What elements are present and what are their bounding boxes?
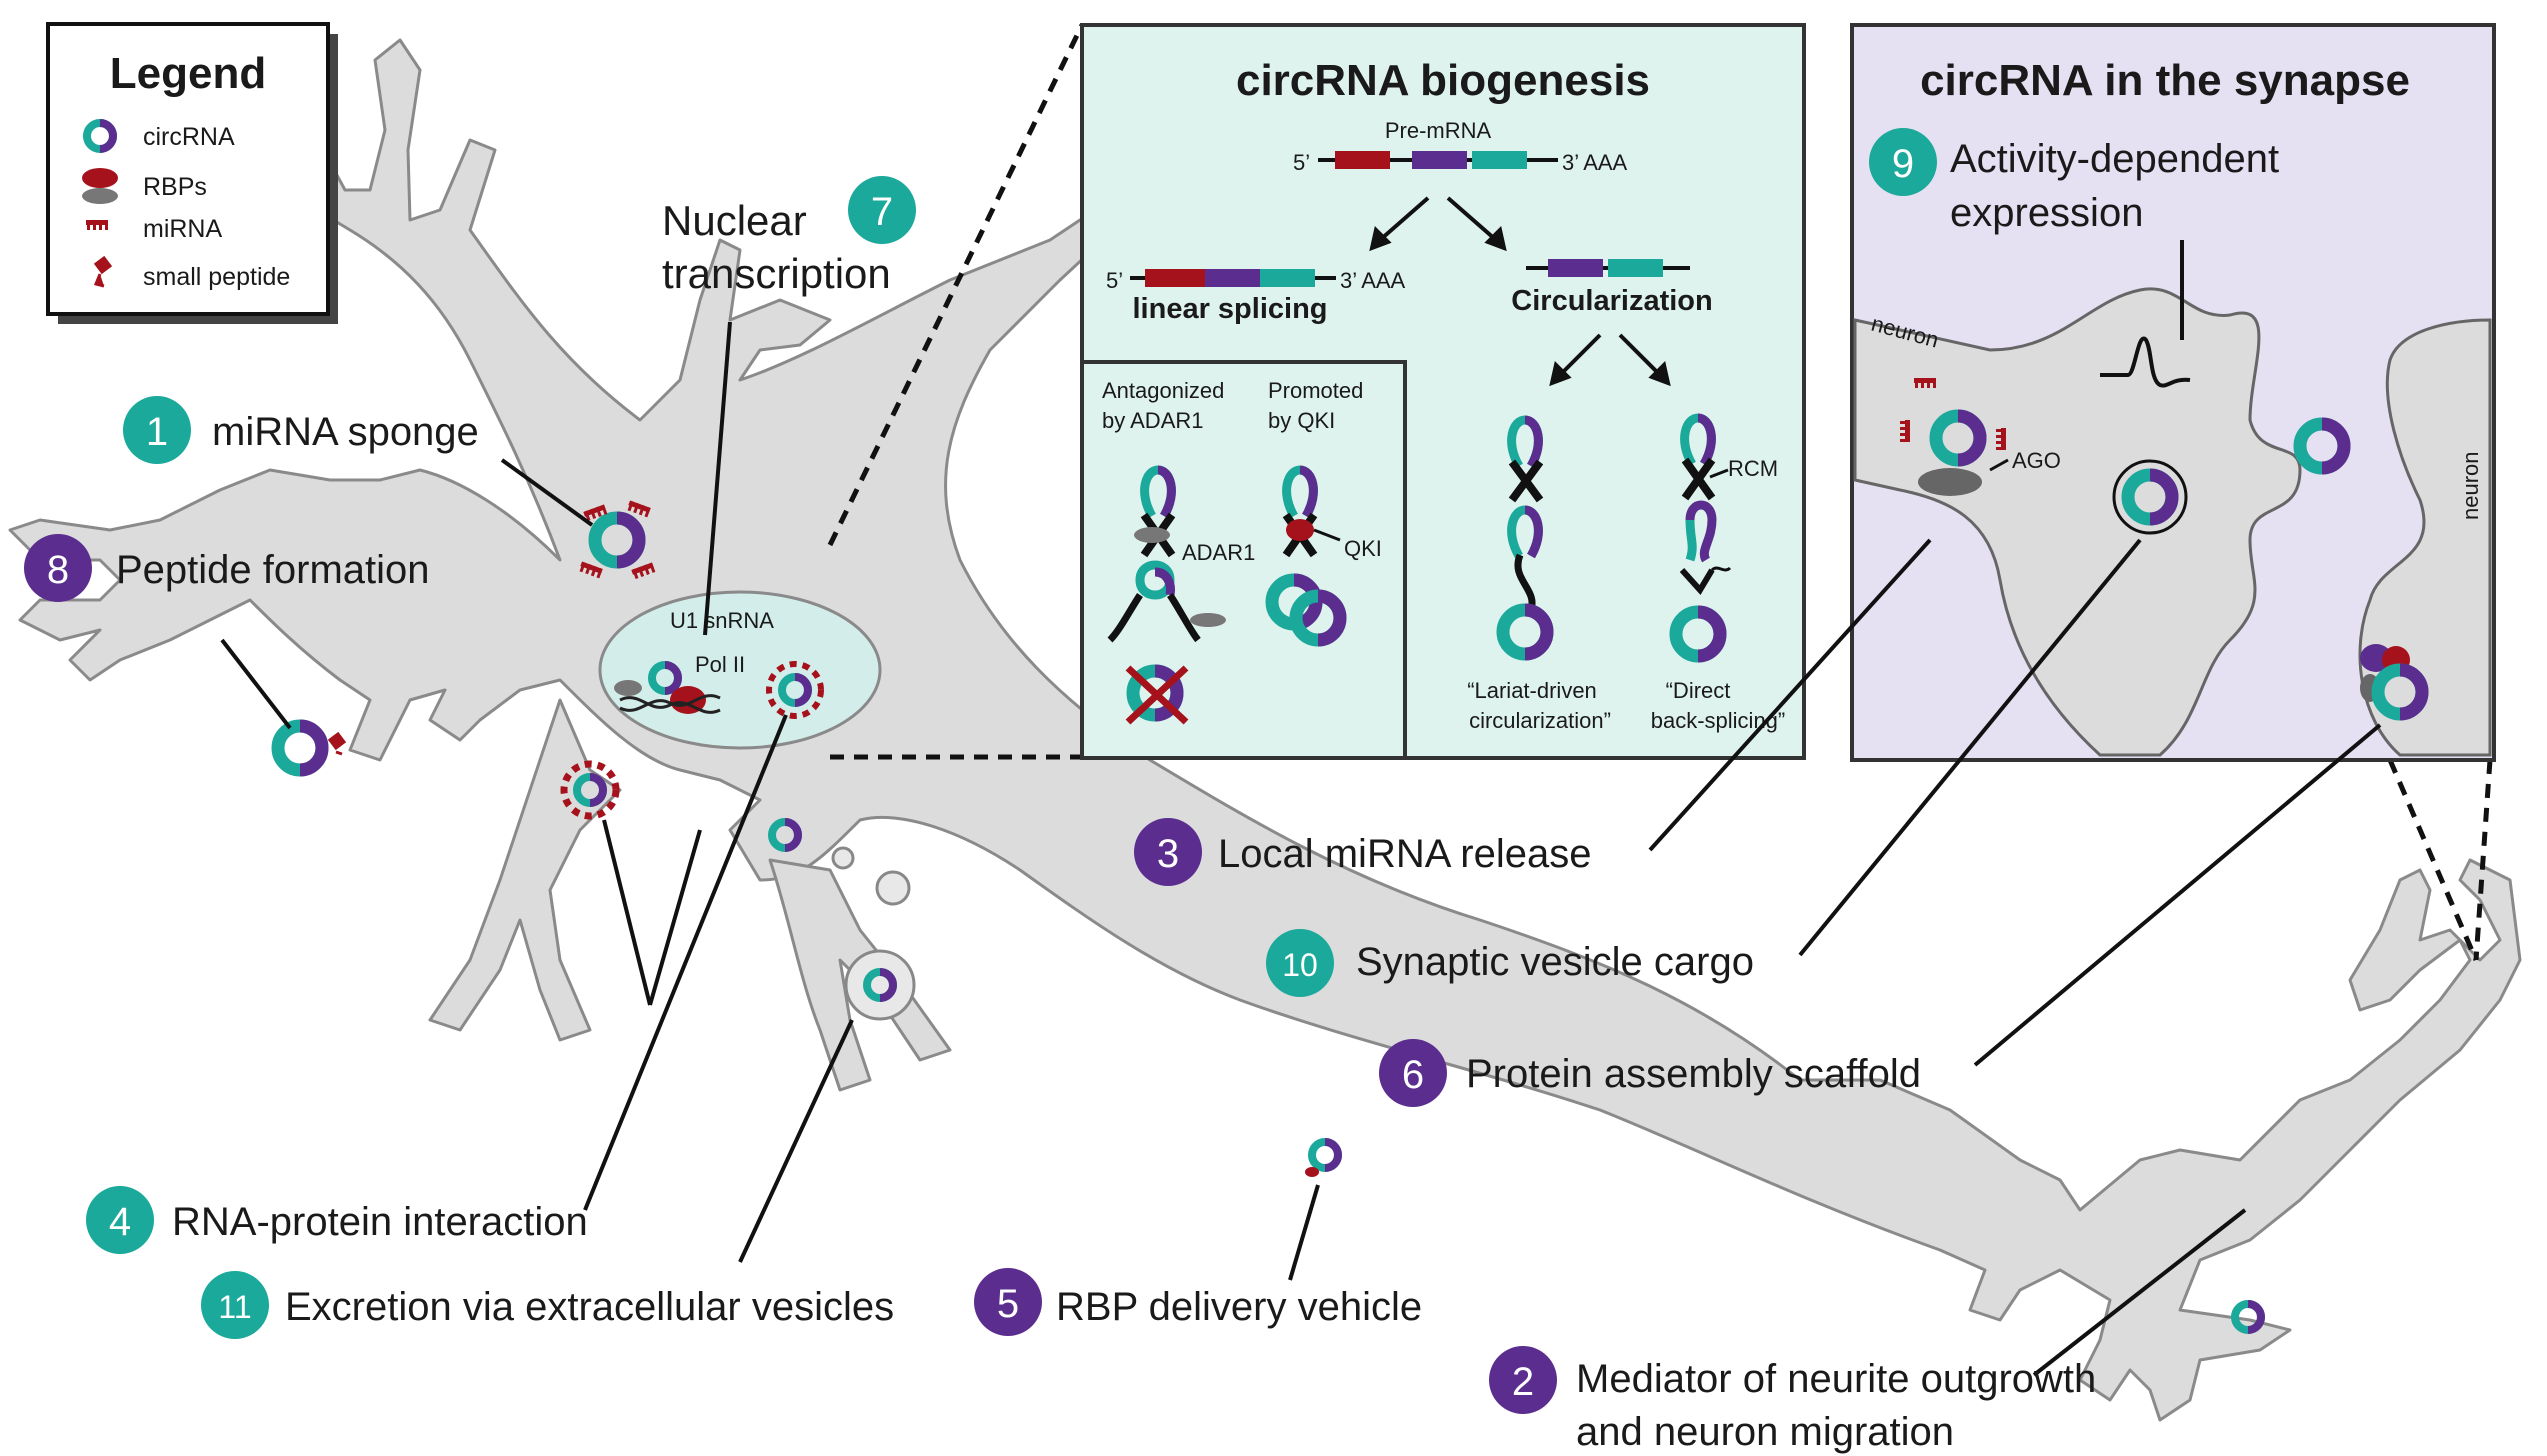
action-potential-icon xyxy=(2100,240,2191,388)
peptide-translation-icon xyxy=(278,726,347,770)
qki-icon xyxy=(1286,519,1314,541)
small-vesicle xyxy=(875,870,911,906)
blocked-x-icon xyxy=(1125,665,1189,725)
nucleus: U1 snRNA Pol II xyxy=(598,590,882,750)
svg-text:10: 10 xyxy=(1282,947,1318,983)
svg-text:ADAR1: ADAR1 xyxy=(1182,540,1255,565)
callout-3: 3 Local miRNA release xyxy=(1134,818,1592,886)
svg-text:by QKI: by QKI xyxy=(1268,408,1335,433)
extracellular-vesicle xyxy=(844,949,916,1021)
direct-label-1: “Direct xyxy=(1666,678,1731,703)
svg-text:5’: 5’ xyxy=(1293,150,1310,175)
legend-label-rbps: RBPs xyxy=(143,173,207,201)
svg-text:5’: 5’ xyxy=(1106,268,1123,293)
svg-text:4: 4 xyxy=(109,1200,131,1244)
callout-7: Nuclear transcription 7 xyxy=(662,176,916,297)
rcm-label: RCM xyxy=(1728,456,1778,481)
legend: Legend circRNA RBPs miRNA small peptide xyxy=(46,22,338,324)
callout-2: 2 Mediator of neurite outgrowth and neur… xyxy=(1489,1346,2096,1454)
svg-text:expression: expression xyxy=(1950,191,2143,235)
callout-1: 1 miRNA sponge xyxy=(123,396,479,464)
svg-text:RBP delivery vehicle: RBP delivery vehicle xyxy=(1056,1285,1422,1329)
pol-ii-label: Pol II xyxy=(695,652,745,677)
circularization-strand xyxy=(1526,259,1690,277)
u1-snrna-label: U1 snRNA xyxy=(670,608,774,633)
svg-text:Antagonized: Antagonized xyxy=(1102,378,1224,403)
svg-text:3: 3 xyxy=(1157,832,1179,876)
callout-5: 5 RBP delivery vehicle xyxy=(974,1268,1422,1336)
linear-splicing-label: linear splicing xyxy=(1133,293,1328,325)
synapse-panel: circRNA in the synapse neuron neuron AGO xyxy=(1850,23,2496,762)
svg-text:5: 5 xyxy=(997,1282,1019,1326)
leader-lines xyxy=(220,321,2382,1377)
protein-scaffold-complex xyxy=(2360,644,2422,714)
synaptic-vesicle xyxy=(2112,459,2188,535)
svg-text:transcription: transcription xyxy=(662,250,891,297)
zoom-guides xyxy=(827,23,2493,961)
neuron-outline xyxy=(8,38,2522,1422)
legend-title: Legend xyxy=(110,49,266,98)
legend-label-circrna: circRNA xyxy=(143,123,235,151)
adar1-icon xyxy=(1134,527,1170,543)
svg-text:11: 11 xyxy=(218,1289,251,1325)
ago-label: AGO xyxy=(2012,448,2061,473)
svg-text:9: 9 xyxy=(1892,142,1914,186)
svg-text:Excretion via extracellular ve: Excretion via extracellular vesicles xyxy=(285,1285,894,1329)
biogenesis-regulation-inset: Antagonized by ADAR1 Promoted by QKI ADA… xyxy=(1080,360,1407,760)
synapse-title: circRNA in the synapse xyxy=(1920,56,2410,105)
svg-text:Mediator of neurite outgrowth: Mediator of neurite outgrowth xyxy=(1576,1357,2096,1401)
circularization-label: Circularization xyxy=(1511,285,1712,317)
svg-text:Nuclear: Nuclear xyxy=(662,197,807,244)
callout-4: 4 RNA-protein interaction xyxy=(86,1186,588,1254)
premrna-strand: 5’ 3’ AAA xyxy=(1293,150,1628,175)
svg-text:QKI: QKI xyxy=(1344,536,1382,561)
linear-mrna: 5’ 3’ AAA xyxy=(1106,268,1406,293)
svg-text:and neuron migration: and neuron migration xyxy=(1576,1410,1954,1454)
callout-9: 9 Activity-dependent expression xyxy=(1869,128,2279,235)
svg-text:Activity-dependent: Activity-dependent xyxy=(1950,137,2279,181)
axon-circrna-rbp-icon xyxy=(1305,1142,1338,1177)
svg-text:RNA-protein interaction: RNA-protein interaction xyxy=(172,1200,588,1244)
svg-text:Synaptic vesicle cargo: Synaptic vesicle cargo xyxy=(1356,940,1754,984)
dna-helix-icon xyxy=(619,696,721,714)
callout-6: 6 Protein assembly scaffold xyxy=(1379,1039,1921,1107)
callout-11: 11 Excretion via extracellular vesicles xyxy=(201,1271,894,1339)
svg-text:Protein assembly scaffold: Protein assembly scaffold xyxy=(1466,1052,1921,1096)
svg-text:6: 6 xyxy=(1402,1053,1424,1097)
svg-text:Promoted: Promoted xyxy=(1268,378,1363,403)
ago-complex xyxy=(1900,378,2009,496)
legend-label-small-peptide: small peptide xyxy=(143,263,290,291)
svg-text:1: 1 xyxy=(146,410,168,454)
biogenesis-title: circRNA biogenesis xyxy=(1236,56,1650,105)
svg-text:Local miRNA release: Local miRNA release xyxy=(1218,832,1592,876)
callout-8: 8 Peptide formation xyxy=(24,534,430,602)
svg-text:8: 8 xyxy=(47,548,69,592)
callout-10: 10 Synaptic vesicle cargo xyxy=(1266,929,1754,997)
neuron-label-right: neuron xyxy=(2458,451,2483,520)
legend-label-mirna: miRNA xyxy=(143,215,222,243)
dendrite-lower-left xyxy=(428,698,622,1042)
direct-backsplicing-pathway xyxy=(1676,418,1732,656)
small-peptide-icon xyxy=(93,255,113,288)
premrna-label: Pre-mRNA xyxy=(1385,118,1492,143)
vesicle-with-circrna-icon xyxy=(766,661,824,719)
lariat-label-2: circularization” xyxy=(1469,708,1611,733)
svg-text:by ADAR1: by ADAR1 xyxy=(1102,408,1204,433)
small-vesicle-2 xyxy=(831,846,855,870)
biogenesis-panel: circRNA biogenesis Pre-mRNA 5’ 3’ AAA 5’… xyxy=(1080,23,1806,760)
u1-snrna-icon xyxy=(614,680,642,696)
lariat-pathway xyxy=(1503,420,1547,654)
direct-label-2: back-splicing” xyxy=(1651,708,1786,733)
rbp-icon xyxy=(82,168,118,204)
lariat-label-1: “Lariat-driven xyxy=(1467,678,1597,703)
svg-text:3’ AAA: 3’ AAA xyxy=(1340,268,1406,293)
postsynaptic-neuron xyxy=(2358,318,2492,757)
svg-text:7: 7 xyxy=(871,190,893,234)
svg-text:Peptide formation: Peptide formation xyxy=(116,548,430,592)
svg-text:miRNA sponge: miRNA sponge xyxy=(212,410,479,454)
exosome-circrna-icon xyxy=(560,760,620,820)
svg-text:3’ AAA: 3’ AAA xyxy=(1562,150,1628,175)
svg-text:2: 2 xyxy=(1512,1360,1534,1404)
